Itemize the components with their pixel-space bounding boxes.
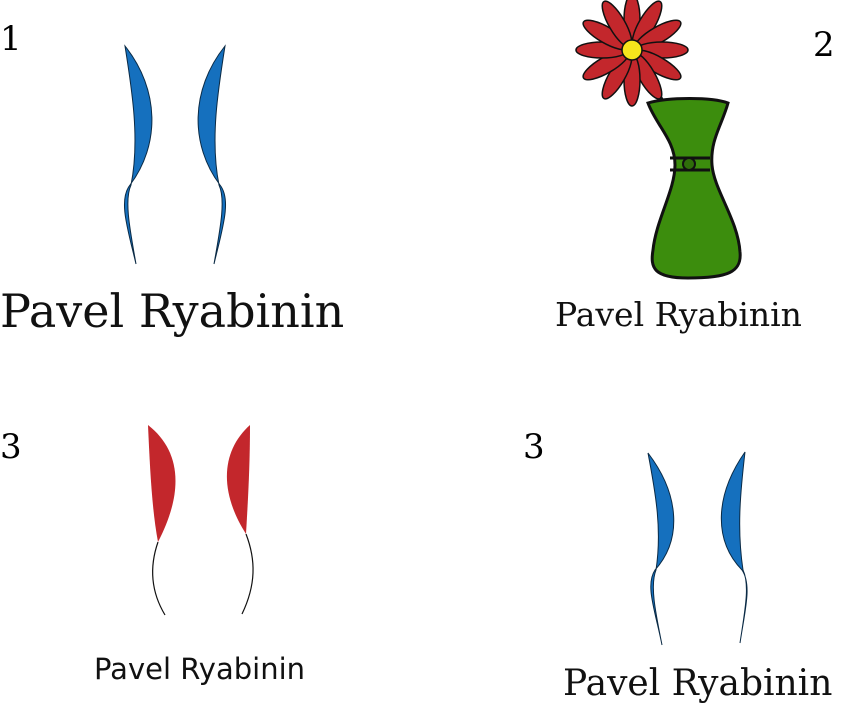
panel-4-left-blade — [647, 452, 675, 646]
flower-center — [621, 39, 643, 61]
panel-3-right-blade — [226, 425, 250, 534]
panel-3-left-line — [152, 541, 166, 616]
panel-3-left-blade — [148, 425, 176, 542]
vase-button — [682, 157, 696, 171]
panel-2-flower-vase-icon — [575, 0, 742, 280]
panel-1-right-blade — [197, 44, 227, 265]
panel-4-caption: Pavel Ryabinin — [563, 663, 833, 704]
panel-1-caption: Pavel Ryabinin — [0, 284, 345, 338]
panel-4-number: 3 — [523, 427, 545, 467]
panel-3-red-vase-icon — [148, 425, 254, 616]
green-vase-body — [646, 97, 742, 280]
panel-4-right-blade — [720, 451, 748, 644]
panel-1-number: 1 — [0, 19, 22, 59]
panel-3-right-line — [241, 533, 254, 615]
panel-2-number: 2 — [813, 25, 835, 65]
panel-3-number: 3 — [0, 427, 22, 467]
panel-1-vase-icon — [123, 44, 227, 265]
panel-1-left-blade — [123, 44, 153, 265]
panel-4-vase-icon — [647, 451, 748, 646]
flower-petals — [575, 0, 689, 107]
panel-2-caption: Pavel Ryabinin — [555, 295, 802, 334]
panel-3-caption: Pavel Ryabinin — [94, 652, 306, 686]
